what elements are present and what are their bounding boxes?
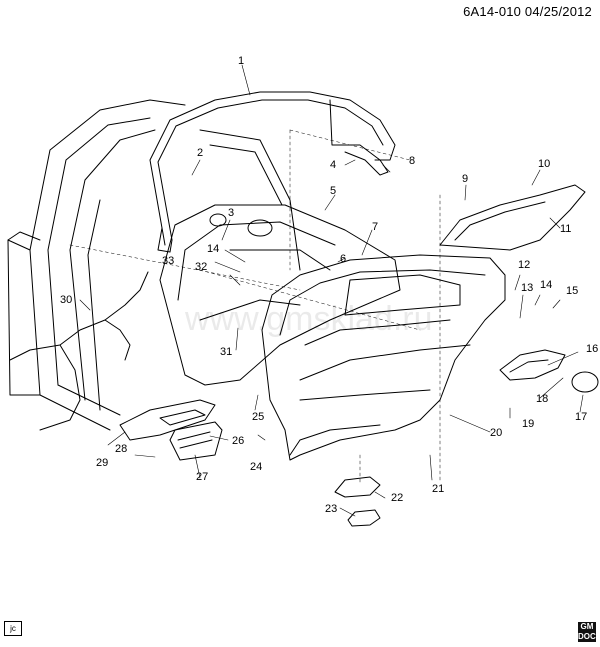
courtesy-lamp bbox=[334, 476, 381, 527]
body-opening bbox=[7, 99, 301, 431]
callout-28: 28 bbox=[115, 443, 127, 455]
callout-23: 23 bbox=[325, 503, 337, 515]
callout-5: 5 bbox=[330, 185, 336, 197]
callout-4: 4 bbox=[330, 159, 336, 171]
callout-15: 15 bbox=[566, 285, 578, 297]
callout-9: 9 bbox=[462, 173, 468, 185]
callout-10: 10 bbox=[538, 158, 550, 170]
callout-20: 20 bbox=[490, 427, 502, 439]
switch-plate bbox=[119, 399, 216, 441]
callout-22: 22 bbox=[391, 492, 403, 504]
corner-tag: jc bbox=[4, 621, 22, 636]
callout-13: 13 bbox=[521, 282, 533, 294]
callout-16: 16 bbox=[586, 343, 598, 355]
wiring-harness bbox=[9, 271, 149, 431]
gm-docs-badge: GM DOCS bbox=[578, 622, 600, 642]
callout-12: 12 bbox=[518, 259, 530, 271]
callout-11: 11 bbox=[560, 223, 571, 235]
callout-24: 24 bbox=[250, 461, 262, 473]
callout-26: 26 bbox=[232, 435, 244, 447]
door-trim-panel bbox=[261, 254, 506, 461]
callout-27: 27 bbox=[196, 471, 208, 483]
doc-date: 04/25/2012 bbox=[524, 4, 592, 19]
gm-badge-line1: GM bbox=[580, 622, 594, 631]
upper-trim-strip bbox=[439, 184, 586, 251]
callout-29: 29 bbox=[96, 457, 108, 469]
callout-14: 14 bbox=[207, 243, 219, 255]
callout-33: 33 bbox=[162, 255, 174, 267]
leader-lines bbox=[79, 64, 584, 517]
callout-6: 6 bbox=[340, 253, 346, 265]
callout-17: 17 bbox=[575, 411, 587, 423]
projection-lines bbox=[69, 129, 441, 486]
watermark: www.gmsklad.ru bbox=[184, 300, 433, 338]
doc-header: 6A14-010 04/25/2012 bbox=[463, 4, 592, 19]
callout-18: 18 bbox=[536, 393, 548, 405]
callout-30: 30 bbox=[60, 294, 72, 306]
callout-8: 8 bbox=[409, 155, 415, 167]
callout-21: 21 bbox=[432, 483, 444, 495]
callout-32: 32 bbox=[195, 261, 207, 273]
inner-door-panel bbox=[159, 204, 401, 386]
callout-19: 19 bbox=[522, 418, 534, 430]
callout-1: 1 bbox=[238, 55, 244, 67]
doc-id: 6A14-010 bbox=[463, 4, 522, 19]
window-switch bbox=[169, 421, 223, 461]
pull-handle bbox=[499, 349, 599, 393]
callout-31: 31 bbox=[220, 346, 232, 358]
callout-7: 7 bbox=[372, 221, 378, 233]
callout-2: 2 bbox=[197, 147, 203, 159]
gm-badge-line2: DOCS bbox=[578, 632, 600, 641]
callout-14: 14 bbox=[540, 279, 552, 291]
callout-25: 25 bbox=[252, 411, 264, 423]
callout-3: 3 bbox=[228, 207, 234, 219]
